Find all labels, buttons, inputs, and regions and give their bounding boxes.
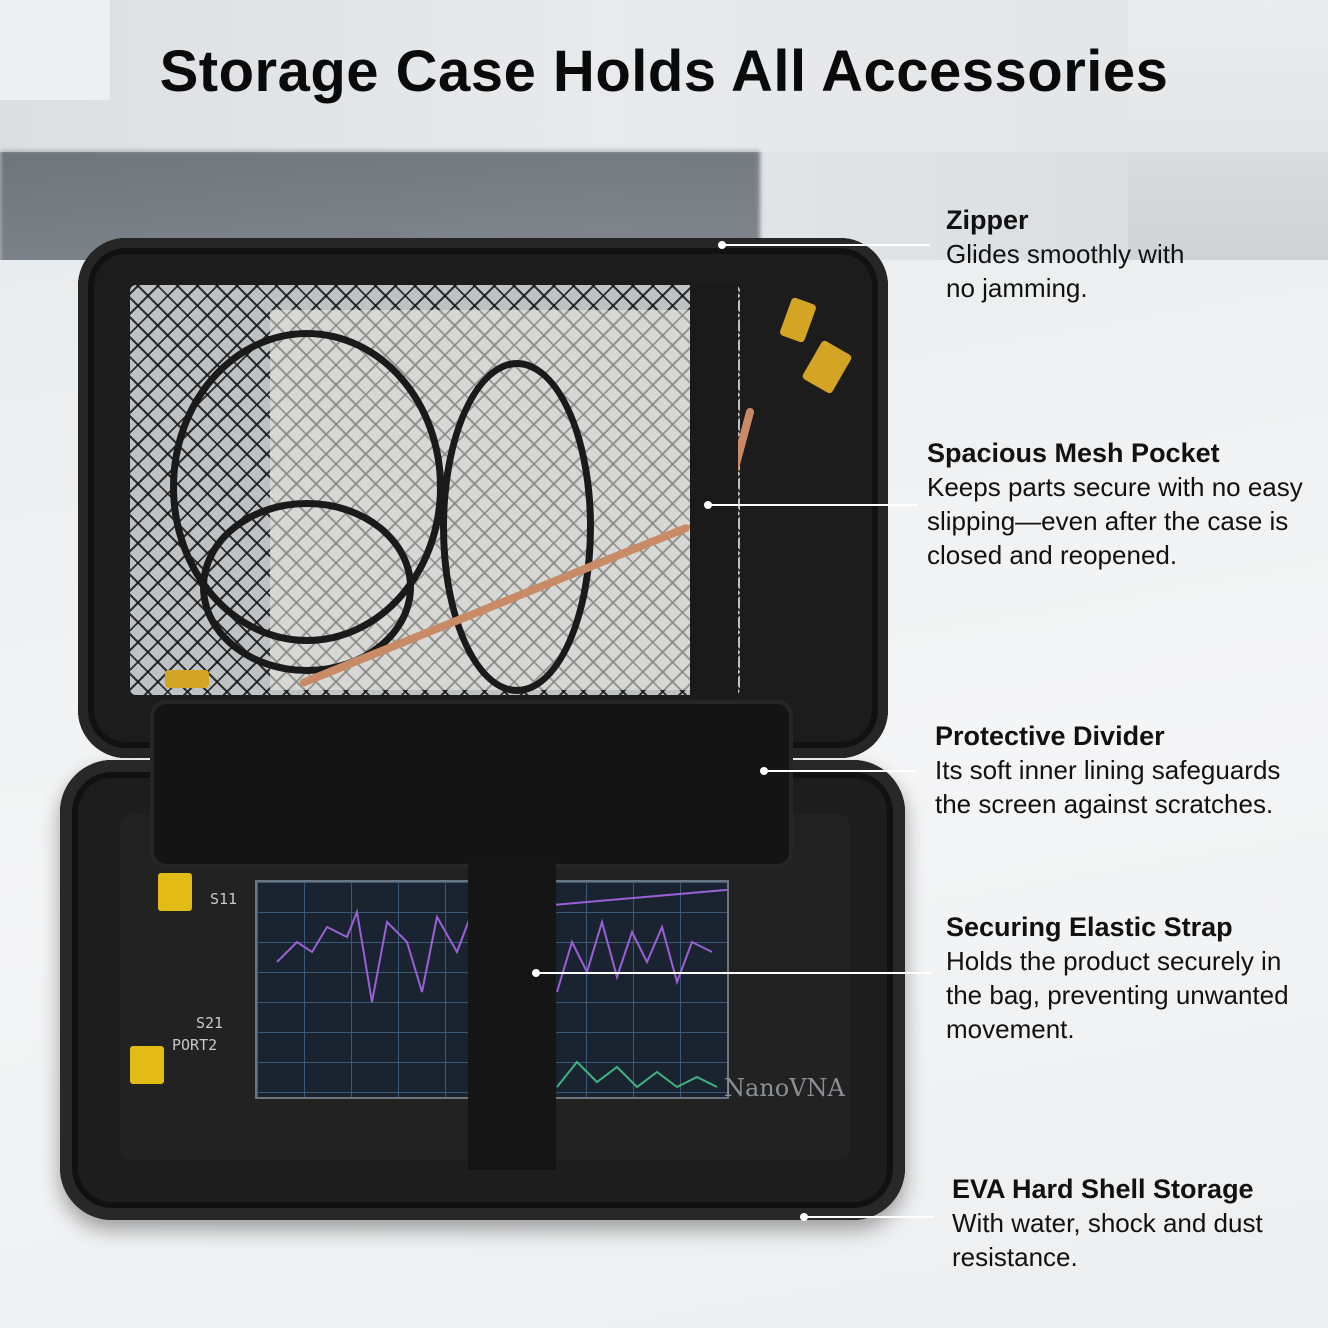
callout-heading: EVA Hard Shell Storage <box>952 1174 1254 1204</box>
callout-text: Its soft inner lining safeguards <box>935 755 1281 785</box>
trace-phase <box>556 1060 718 1089</box>
usb-cable-coil <box>440 360 594 694</box>
callout-text: Keeps parts secure with no easy <box>927 472 1303 502</box>
callout-mesh-pocket: Spacious Mesh Pocket Keeps parts secure … <box>927 436 1303 572</box>
callout-text: resistance. <box>952 1242 1078 1272</box>
callout-text: the bag, preventing unwanted <box>946 980 1289 1010</box>
callout-heading: Zipper <box>946 205 1029 235</box>
callout-line <box>804 1216 934 1218</box>
callout-line <box>764 770 916 772</box>
title-band <box>0 0 1328 152</box>
port-label-s11: S11 <box>210 890 238 908</box>
callout-zipper: Zipper Glides smoothly with no jamming. <box>946 203 1184 305</box>
callout-text: Glides smoothly with <box>946 239 1185 269</box>
callout-elastic-strap: Securing Elastic Strap Holds the product… <box>946 910 1289 1046</box>
callout-text: no jamming. <box>946 273 1088 303</box>
callout-heading: Protective Divider <box>935 721 1165 751</box>
trace-s21 <box>556 918 713 993</box>
port1-connector <box>158 873 192 911</box>
mesh-elastic-band <box>690 285 738 705</box>
usb-cable-coil <box>200 500 414 674</box>
port2-connector <box>130 1046 164 1084</box>
callout-divider: Protective Divider Its soft inner lining… <box>935 719 1280 821</box>
callout-text: Holds the product securely in <box>946 946 1282 976</box>
callout-text: the screen against scratches. <box>935 789 1274 819</box>
screen-trace <box>276 888 727 1089</box>
callout-line <box>536 972 932 974</box>
callout-text: With water, shock and dust <box>952 1208 1263 1238</box>
device-brand-label: NanoVNA <box>724 1074 845 1102</box>
callout-line <box>722 244 930 246</box>
sma-connector <box>165 670 209 688</box>
trace-s11 <box>276 888 727 1003</box>
port-label-s21: S21 <box>196 1014 224 1032</box>
callout-heading: Spacious Mesh Pocket <box>927 438 1220 468</box>
callout-heading: Securing Elastic Strap <box>946 912 1233 942</box>
protective-divider <box>150 700 793 868</box>
callout-text: slipping—even after the case is <box>927 506 1289 536</box>
callout-eva-shell: EVA Hard Shell Storage With water, shock… <box>952 1172 1263 1274</box>
callout-text: movement. <box>946 1014 1075 1044</box>
port-label-port2: PORT2 <box>172 1036 218 1054</box>
elastic-strap <box>468 860 556 1170</box>
callout-text: closed and reopened. <box>927 540 1178 570</box>
callout-line <box>708 504 918 506</box>
page-title: Storage Case Holds All Accessories <box>159 39 1169 104</box>
